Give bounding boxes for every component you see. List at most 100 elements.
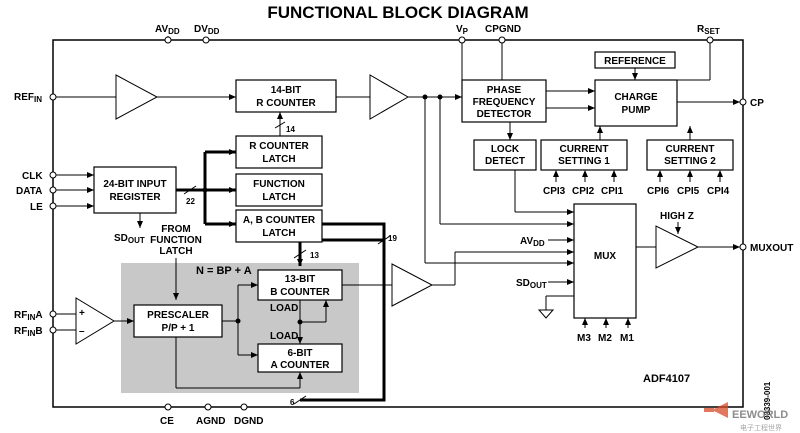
svg-text:CPGND: CPGND — [485, 24, 521, 35]
svg-text:MUXOUT: MUXOUT — [750, 243, 793, 254]
amp-minus-sign: – — [79, 326, 85, 337]
svg-text:RSET: RSET — [697, 24, 720, 36]
r-counter-buffer-amp — [369, 74, 409, 120]
muxout-buffer-amp — [655, 225, 700, 269]
pin-avdd: AVDD — [155, 24, 180, 44]
svg-text:MUX: MUX — [594, 251, 617, 262]
ab-counter-latch-block: A, B COUNTER LATCH — [235, 209, 323, 243]
svg-text:LE: LE — [30, 202, 43, 213]
rf-input-amp — [75, 297, 115, 345]
from-function-latch-label: FROM FUNCTION LATCH — [150, 224, 202, 257]
svg-text:LATCH: LATCH — [262, 228, 295, 239]
n-equation-label: N = BP + A — [196, 265, 252, 277]
m1-label: M1 — [620, 333, 634, 344]
svg-text:CURRENT: CURRENT — [666, 144, 715, 155]
svg-text:RFINB: RFINB — [14, 326, 43, 338]
svg-text:PUMP: PUMP — [622, 105, 651, 116]
svg-text:CHARGE: CHARGE — [614, 92, 658, 103]
bus-width-22: 22 — [186, 197, 195, 206]
load-a-label: LOAD — [270, 331, 298, 342]
junction-dots — [202, 94, 443, 325]
svg-text:AGND: AGND — [196, 416, 225, 427]
function-latch-block: FUNCTION LATCH — [235, 173, 323, 207]
svg-text:6-BIT: 6-BIT — [288, 348, 313, 359]
svg-text:AVDD: AVDD — [155, 24, 180, 36]
svg-text:REFERENCE: REFERENCE — [604, 56, 666, 67]
svg-text:13-BIT: 13-BIT — [285, 274, 316, 285]
pin-data: DATA — [16, 186, 57, 197]
chip-boundary — [52, 39, 744, 408]
b-counter-buffer-amp — [391, 263, 434, 307]
svg-text:RFINA: RFINA — [14, 310, 43, 322]
svg-text:24-BIT INPUT: 24-BIT INPUT — [103, 179, 166, 190]
mux-sdout-label: SDOUT — [516, 278, 547, 290]
charge-pump-block: CHARGE PUMP — [594, 79, 678, 127]
svg-text:R COUNTER: R COUNTER — [249, 141, 309, 152]
svg-text:CP: CP — [750, 98, 764, 109]
svg-text:SETTING 1: SETTING 1 — [558, 156, 610, 167]
high-z-label: HIGH Z — [660, 211, 694, 222]
svg-text:SETTING 2: SETTING 2 — [664, 156, 716, 167]
svg-text:LOCK: LOCK — [491, 144, 520, 155]
svg-text:DETECT: DETECT — [485, 156, 525, 167]
a-counter-block: 6-BIT A COUNTER — [257, 343, 343, 373]
svg-text:A, B COUNTER: A, B COUNTER — [243, 215, 316, 226]
svg-text:EEWORLD: EEWORLD — [732, 409, 788, 421]
eeworld-watermark: EEWORLD 电子工程世界 — [704, 402, 788, 432]
load-b-label: LOAD — [270, 303, 298, 314]
pin-agnd: AGND — [196, 403, 225, 427]
svg-text:LATCH: LATCH — [262, 154, 295, 165]
pin-dvdd: DVDD — [194, 24, 220, 44]
svg-text:CE: CE — [160, 416, 174, 427]
pin-ce: CE — [160, 403, 174, 427]
m3-label: M3 — [577, 333, 591, 344]
svg-text:P/P + 1: P/P + 1 — [162, 323, 195, 334]
r-counter-block: 14-BIT R COUNTER — [235, 79, 337, 113]
bus-width-19: 19 — [388, 234, 397, 243]
m2-label: M2 — [598, 333, 612, 344]
svg-text:14-BIT: 14-BIT — [271, 85, 302, 96]
input-register-block: 24-BIT INPUT REGISTER — [93, 166, 177, 214]
pin-clk: CLK — [22, 171, 57, 182]
pfd-block: PHASE FREQUENCY DETECTOR — [461, 79, 547, 123]
pin-le: LE — [30, 202, 57, 213]
r-counter-latch-block: R COUNTER LATCH — [235, 135, 323, 169]
register-sdout-label: SDOUT — [114, 233, 145, 245]
bus-width-14: 14 — [286, 125, 295, 134]
bus-width-6: 6 — [290, 398, 295, 407]
svg-text:电子工程世界: 电子工程世界 — [740, 423, 782, 432]
svg-text:DVDD: DVDD — [194, 24, 220, 36]
reference-block: REFERENCE — [594, 51, 676, 69]
wires — [56, 43, 740, 389]
svg-text:CURRENT: CURRENT — [560, 144, 609, 155]
svg-text:LATCH: LATCH — [159, 246, 192, 257]
svg-text:LATCH: LATCH — [262, 192, 295, 203]
mux-block: MUX — [573, 203, 637, 319]
svg-text:REFIN: REFIN — [14, 92, 42, 104]
pin-muxout: MUXOUT — [739, 243, 793, 254]
mux-avdd-label: AVDD — [520, 236, 545, 248]
current-setting-2-block: CURRENT SETTING 2 — [646, 139, 734, 171]
svg-text:DATA: DATA — [16, 186, 42, 197]
current-setting-1-block: CURRENT SETTING 1 — [540, 139, 628, 171]
pin-dgnd: DGND — [234, 403, 263, 427]
pin-refin: REFIN — [14, 92, 57, 104]
bus-width-13: 13 — [310, 251, 319, 260]
cpi6-label: CPI6 — [647, 186, 670, 197]
svg-text:REGISTER: REGISTER — [109, 192, 161, 203]
svg-text:DGND: DGND — [234, 416, 263, 427]
svg-text:PRESCALER: PRESCALER — [147, 310, 209, 321]
figure-code-label: 03339-001 — [763, 381, 772, 420]
svg-text:VP: VP — [456, 24, 469, 36]
cpi5-label: CPI5 — [677, 186, 700, 197]
b-counter-block: 13-BIT B COUNTER — [257, 269, 343, 301]
svg-text:PHASE: PHASE — [487, 85, 522, 96]
part-number-label: ADF4107 — [643, 373, 690, 385]
svg-text:DETECTOR: DETECTOR — [477, 109, 533, 120]
cpi2-label: CPI2 — [572, 186, 595, 197]
cpi4-label: CPI4 — [707, 186, 730, 197]
cpi-arrows — [553, 170, 723, 182]
svg-text:FROM: FROM — [161, 224, 190, 235]
diagram-title: FUNCTIONAL BLOCK DIAGRAM — [267, 3, 528, 22]
